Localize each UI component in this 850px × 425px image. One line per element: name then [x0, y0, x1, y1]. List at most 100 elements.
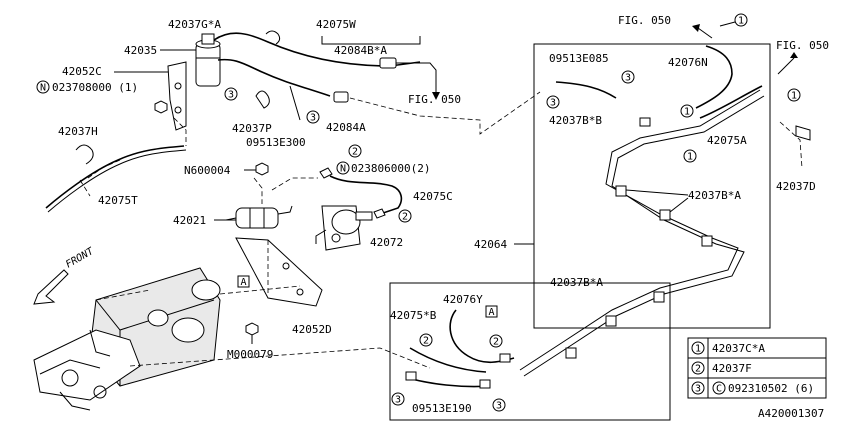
- legend-row-2: 2 42037F: [691, 361, 752, 375]
- label-42037b-b: 42037B*B: [549, 114, 602, 127]
- fig050-arrow-c: [790, 52, 798, 58]
- legend-part-42037c-a: 42037C*A: [712, 342, 765, 355]
- main-detail-box: [533, 43, 771, 329]
- svg-text:2: 2: [423, 336, 429, 347]
- clip-42037b-a-6: [565, 347, 577, 359]
- svg-text:2: 2: [402, 212, 408, 223]
- label-42037g-a: 42037G*A: [168, 18, 221, 31]
- label-42076y: 42076Y: [443, 293, 483, 306]
- legend-marker-3: 3: [695, 384, 701, 395]
- diagram-id: A420001307: [758, 407, 824, 420]
- hose-42075c: [329, 175, 403, 215]
- svg-text:3: 3: [228, 90, 234, 101]
- callout-2c: 2: [419, 333, 433, 347]
- hose-09513e300: [289, 85, 301, 121]
- label-42075w: 42075W: [316, 18, 356, 31]
- clip-42037b-b: [639, 117, 651, 127]
- svg-text:1: 1: [791, 91, 797, 102]
- label-42037p: 42037P: [232, 122, 272, 135]
- label-42075a: 42075A: [707, 134, 747, 147]
- callout-1d: 1: [683, 149, 697, 163]
- label-42035: 42035: [124, 44, 157, 57]
- label-42072: 42072: [370, 236, 403, 249]
- label-023806000: 023806000(2): [351, 162, 430, 175]
- nut-023708000: [154, 100, 168, 114]
- valve-42084a: [333, 91, 349, 103]
- clip-42037d: [795, 125, 811, 141]
- callout-2a: 2: [348, 144, 362, 158]
- svg-text:3: 3: [550, 98, 556, 109]
- clip-42037f-c: [405, 371, 417, 381]
- callout-3d: 3: [546, 95, 560, 109]
- label-fig050-a: FIG. 050: [408, 93, 461, 106]
- svg-text:A: A: [240, 277, 246, 288]
- label-09513e085: 09513E085: [549, 52, 609, 65]
- callout-n-023806000: N: [336, 161, 350, 175]
- pipe-42075t: [45, 145, 185, 209]
- canister-42035: [195, 33, 221, 87]
- label-42037b-a-2: 42037B*A: [550, 276, 603, 289]
- clip-42037b-a-5: [605, 315, 617, 327]
- label-42037b-a-1: 42037B*A: [688, 189, 741, 202]
- clip-42037h: [75, 144, 94, 165]
- callout-1c: 1: [680, 104, 694, 118]
- label-fig050-c: FIG. 050: [776, 39, 829, 52]
- label-42075t: 42075T: [98, 194, 138, 207]
- legend-row-1: 1 42037C*A: [691, 341, 765, 355]
- hose-09513e190: [407, 377, 491, 388]
- svg-text:N: N: [340, 164, 346, 175]
- marker-box-a-right: A: [485, 305, 498, 318]
- label-09513e300: 09513E300: [246, 136, 306, 149]
- svg-text:1: 1: [684, 107, 690, 118]
- label-42037h: 42037H: [58, 125, 98, 138]
- label-42084b-a: 42084B*A: [334, 44, 387, 57]
- label-42037d: 42037D: [776, 180, 816, 193]
- label-42075-b: 42075*B: [390, 309, 437, 322]
- svg-text:3: 3: [395, 395, 401, 406]
- hose-42075a: [699, 85, 763, 119]
- label-42021: 42021: [173, 214, 206, 227]
- svg-text:3: 3: [310, 113, 316, 124]
- legend-marker-2: 2: [695, 364, 701, 375]
- callout-n-023708000: N: [36, 80, 50, 94]
- label-n600004: N600004: [184, 164, 231, 177]
- callout-3c: 3: [621, 70, 635, 84]
- clip-42037f-d: [479, 379, 491, 389]
- legend-part-42037f: 42037F: [712, 362, 752, 375]
- svg-text:1: 1: [738, 16, 744, 27]
- front-direction-arrow: FRONT: [33, 246, 96, 305]
- label-42052c: 42052C: [62, 65, 102, 78]
- front-label: FRONT: [64, 246, 96, 271]
- legend-marker-1: 1: [695, 344, 701, 355]
- svg-text:1: 1: [687, 152, 693, 163]
- callout-3b: 3: [306, 110, 320, 124]
- hose-09513e085: [555, 81, 617, 99]
- nut-n600004: [255, 162, 269, 176]
- valve-42084b-a: [379, 57, 397, 69]
- svg-text:3: 3: [496, 401, 502, 412]
- label-42075c: 42075C: [413, 190, 453, 203]
- label-42064: 42064: [474, 238, 507, 251]
- clip-42037b-a-1: [615, 185, 627, 197]
- label-09513e190: 09513E190: [412, 402, 472, 415]
- label-m000079: M000079: [227, 348, 273, 361]
- callout-2d: 2: [489, 334, 503, 348]
- bolt-m000079: [245, 322, 259, 344]
- callout-2b: 2: [398, 209, 412, 223]
- clip-42037p: [255, 90, 270, 109]
- label-42052d: 42052D: [292, 323, 332, 336]
- hose-42075-b: [409, 347, 487, 373]
- callout-1a: 1: [734, 13, 748, 27]
- label-fig050-b: FIG. 050: [618, 14, 671, 27]
- fuel-pump-42072: [315, 205, 373, 251]
- clip-42037b-a-3: [701, 235, 713, 247]
- hose-42075w: [213, 32, 421, 67]
- lower-detail-box: [389, 282, 671, 421]
- legend-part-092310502: 092310502 (6): [728, 382, 814, 395]
- bracket-42052c: [167, 61, 187, 131]
- label-42084a: 42084A: [326, 121, 366, 134]
- callout-3a: 3: [224, 87, 238, 101]
- label-42076n: 42076N: [668, 56, 708, 69]
- svg-text:A: A: [488, 307, 494, 318]
